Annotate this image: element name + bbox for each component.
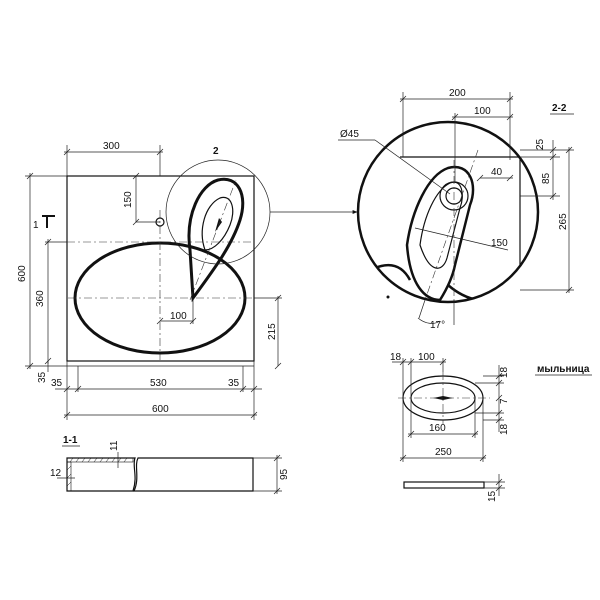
soap-dim-250: 250 xyxy=(435,447,452,458)
dim-95: 95 xyxy=(279,468,290,480)
dim-150-vertical: 150 xyxy=(123,191,134,208)
detail-2-2-label: 2-2 xyxy=(552,103,567,114)
dim-35-bottom-right: 35 xyxy=(228,378,240,389)
soap-dish-outline xyxy=(187,177,245,303)
detail-soap-dish xyxy=(405,165,475,302)
dim-35-left: 35 xyxy=(37,371,48,383)
soap-dish-views: мыльница 18 100 18 7 18 xyxy=(390,352,592,502)
soap-dim-7: 7 xyxy=(499,398,510,404)
section-1-1-outline xyxy=(66,457,136,492)
dim-150-detail: 150 xyxy=(491,238,508,249)
soap-dim-18-left: 18 xyxy=(390,352,402,363)
dim-265: 265 xyxy=(558,213,569,230)
dim-40: 40 xyxy=(491,167,503,178)
dim-12: 12 xyxy=(50,468,62,479)
section-marker-1: 1 xyxy=(33,220,39,231)
dim-200: 200 xyxy=(449,88,466,99)
detail-circle xyxy=(356,120,540,304)
countertop-outline xyxy=(66,175,255,362)
detail-callout-label: 2 xyxy=(213,146,219,157)
dim-angle-17: 17° xyxy=(430,320,445,331)
dim-300-top: 300 xyxy=(103,141,120,152)
dim-100-horizontal: 100 xyxy=(170,311,187,322)
dim-100-detail: 100 xyxy=(474,106,491,117)
dim-35-bottom-left: 35 xyxy=(51,378,63,389)
soap-dim-18-bottom: 18 xyxy=(499,423,510,435)
dim-85: 85 xyxy=(541,172,552,184)
dim-600-left: 600 xyxy=(17,265,28,282)
dim-diameter-45: Ø45 xyxy=(340,129,359,140)
soap-dish-label: мыльница xyxy=(537,364,590,375)
dim-25: 25 xyxy=(535,138,546,150)
detail-2-2: 2-2 200 100 xyxy=(338,88,574,331)
dim-215-right: 215 xyxy=(267,323,278,340)
section-1-1-label: 1-1 xyxy=(63,435,78,446)
soap-dim-18-top: 18 xyxy=(499,366,510,378)
soap-dim-160: 160 xyxy=(429,423,446,434)
section-1-1: 1-1 11 12 95 xyxy=(50,435,290,495)
dim-600-bottom: 600 xyxy=(152,404,169,415)
soap-dish-side-profile xyxy=(403,481,485,489)
soap-dim-15: 15 xyxy=(487,490,498,502)
dim-530-bottom: 530 xyxy=(150,378,167,389)
plan-view: 2 1 300 150 600 360 35 xyxy=(17,141,358,420)
dim-360-left: 360 xyxy=(35,290,46,307)
soap-dim-100: 100 xyxy=(418,352,435,363)
dim-11: 11 xyxy=(109,440,120,451)
